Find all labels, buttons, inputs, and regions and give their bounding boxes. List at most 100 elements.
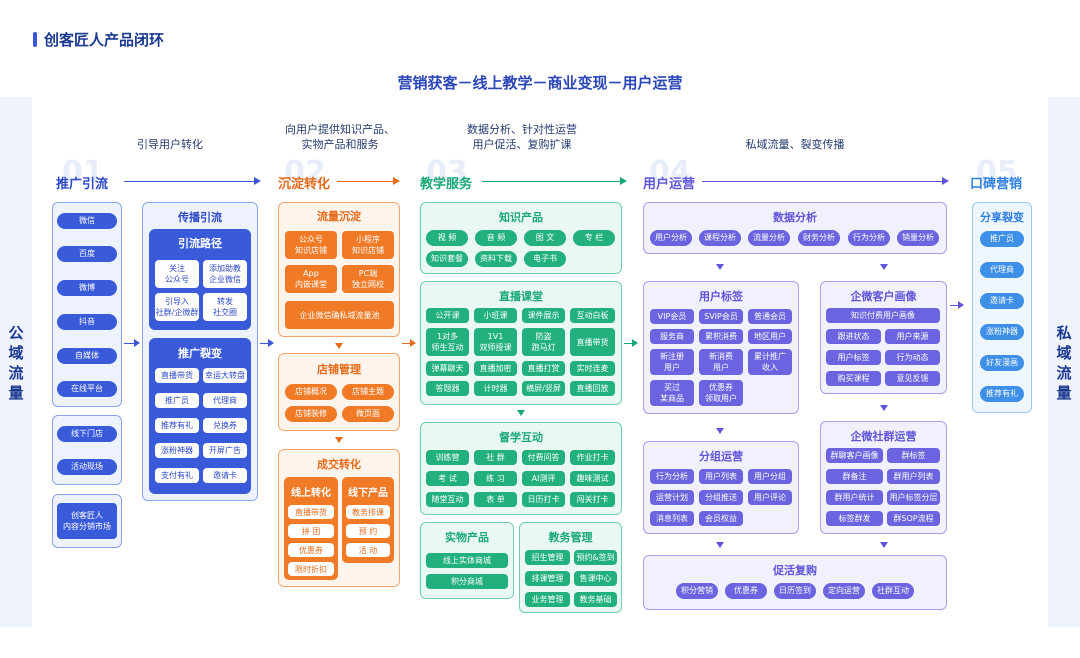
study-form[interactable]: 表 单 <box>474 492 517 507</box>
shop-theme[interactable]: 店铺主题 <box>342 384 394 400</box>
community-user-stats[interactable]: 群用户统计 <box>826 490 883 505</box>
portrait-feedback[interactable]: 意见反馈 <box>885 371 940 386</box>
share-promoter[interactable]: 推广员 <box>980 231 1024 247</box>
edu-sales-center[interactable]: 售课中心 <box>574 571 617 586</box>
live-orientation[interactable]: 横屏/竖屏 <box>522 381 565 396</box>
kp-bundle[interactable]: 知识套餐 <box>426 251 468 267</box>
wecom-traffic-pool[interactable]: 企业微信确私域流量池 <box>285 301 394 329</box>
edu-business[interactable]: 业务管理 <box>525 592 570 607</box>
edu-booking[interactable]: 预约&签到 <box>574 550 617 565</box>
fission-referral-gift[interactable]: 推荐有礼 <box>155 418 199 433</box>
share-friend-comic[interactable]: 好友漫画 <box>980 355 1024 371</box>
path-share-social[interactable]: 转发 社交圈 <box>203 293 247 321</box>
study-practice[interactable]: 练 习 <box>474 471 517 486</box>
offline-scheduling[interactable]: 教务排课 <box>346 505 390 519</box>
fission-promoter[interactable]: 推广员 <box>155 393 199 408</box>
live-danmaku[interactable]: 弹幕聊天 <box>426 361 469 376</box>
repurchase-targeted[interactable]: 定向运营 <box>823 583 865 599</box>
group-user-list[interactable]: 用户列表 <box>699 469 743 484</box>
data-user-analysis[interactable]: 用户分析 <box>650 230 692 246</box>
repurchase-points[interactable]: 积分营销 <box>676 583 718 599</box>
mini-program-shop[interactable]: 小程序 知识店铺 <box>342 231 394 259</box>
live-small-class[interactable]: 小班课 <box>474 308 517 323</box>
live-encryption[interactable]: 直播加密 <box>474 361 517 376</box>
data-behavior-analysis[interactable]: 行为分析 <box>848 230 890 246</box>
official-account-shop[interactable]: 公众号 知识店铺 <box>285 231 337 259</box>
portrait-knowledge-user[interactable]: 知识付费用户画像 <box>826 308 940 323</box>
live-timer[interactable]: 计时器 <box>474 381 517 396</box>
group-message-list[interactable]: 消息列表 <box>650 511 694 526</box>
online-coupon[interactable]: 优惠券 <box>288 543 334 557</box>
path-add-assistant[interactable]: 添加助教 企业微信 <box>203 260 247 288</box>
tag-region-user[interactable]: 地区用户 <box>748 329 792 344</box>
fission-splash-ad[interactable]: 开屏广告 <box>203 443 247 458</box>
data-sales-analysis[interactable]: 销量分析 <box>897 230 939 246</box>
tag-vip[interactable]: VIP会员 <box>650 309 694 324</box>
community-group-note[interactable]: 群备注 <box>826 469 883 484</box>
physical-points-mall[interactable]: 积分商城 <box>426 574 508 589</box>
study-community[interactable]: 社 群 <box>474 450 517 465</box>
path-join-group[interactable]: 引导入 社群/企微群 <box>155 293 199 321</box>
portrait-follow-status[interactable]: 跟进状态 <box>826 329 881 344</box>
tag-service-provider[interactable]: 服务商 <box>650 329 694 344</box>
channel-baidu[interactable]: 百度 <box>57 246 117 262</box>
study-ai-test[interactable]: AI测评 <box>522 471 565 486</box>
kp-audio[interactable]: 音 频 <box>475 230 517 246</box>
repurchase-community[interactable]: 社群互动 <box>872 583 914 599</box>
shop-overview[interactable]: 店铺概况 <box>285 384 337 400</box>
share-invite-card[interactable]: 邀请卡 <box>980 293 1024 309</box>
tag-normal-member[interactable]: 普通会员 <box>748 309 792 324</box>
fission-live-selling[interactable]: 直播带货 <box>155 368 199 383</box>
data-traffic-analysis[interactable]: 流量分析 <box>748 230 790 246</box>
group-member-rights[interactable]: 会员权益 <box>699 511 743 526</box>
study-paid-qa[interactable]: 付费问答 <box>522 450 565 465</box>
pc-school[interactable]: PC端 独立网校 <box>342 265 394 293</box>
live-open-class[interactable]: 公开课 <box>426 308 469 323</box>
study-camp[interactable]: 训练营 <box>426 450 469 465</box>
kp-download[interactable]: 资料下载 <box>475 251 517 267</box>
fission-agent[interactable]: 代理商 <box>203 393 247 408</box>
fission-lucky-wheel[interactable]: 幸运大转盘 <box>203 368 247 383</box>
data-course-analysis[interactable]: 课程分析 <box>699 230 741 246</box>
fission-coupon[interactable]: 兑换券 <box>203 418 247 433</box>
group-behavior-analysis[interactable]: 行为分析 <box>650 469 694 484</box>
study-fun-test[interactable]: 趣味测试 <box>570 471 615 486</box>
kp-video[interactable]: 视 频 <box>426 230 468 246</box>
live-one-to-many[interactable]: 1对多 师生互动 <box>426 328 469 356</box>
community-sop[interactable]: 群SOP流程 <box>887 511 940 526</box>
edu-basics[interactable]: 教务基础 <box>574 592 617 607</box>
community-group-tag[interactable]: 群标签 <box>887 448 940 463</box>
channel-wechat[interactable]: 微信 <box>57 213 117 229</box>
online-flash-discount[interactable]: 限时折扣 <box>288 562 334 576</box>
portrait-user-source[interactable]: 用户来源 <box>885 329 940 344</box>
tag-promotion-income[interactable]: 累计推广 收入 <box>748 349 792 375</box>
group-user-comments[interactable]: 用户评论 <box>748 490 792 505</box>
live-mic-link[interactable]: 实时连麦 <box>570 361 615 376</box>
micro-page[interactable]: 微页面 <box>342 406 394 422</box>
offline-activity[interactable]: 活 动 <box>346 543 390 557</box>
live-1v1[interactable]: 1V1 双师授课 <box>474 328 517 356</box>
app-classroom[interactable]: App 内嵌课堂 <box>285 265 337 293</box>
kp-ebook[interactable]: 电子书 <box>524 251 566 267</box>
portrait-user-tags[interactable]: 用户标签 <box>826 350 881 365</box>
study-challenge[interactable]: 闯关打卡 <box>570 492 615 507</box>
share-fan-tool[interactable]: 涨粉神器 <box>980 324 1024 340</box>
fission-fan-tool[interactable]: 涨粉神器 <box>155 443 199 458</box>
study-in-class[interactable]: 随堂互动 <box>426 492 469 507</box>
online-group-buy[interactable]: 拼 团 <box>288 524 334 538</box>
physical-online-mall[interactable]: 线上实体商城 <box>426 553 508 568</box>
live-quiz[interactable]: 答题器 <box>426 381 469 396</box>
channel-event-site[interactable]: 活动现场 <box>57 459 117 475</box>
portrait-courses[interactable]: 购买课程 <box>826 371 881 386</box>
tag-svip[interactable]: SVIP会员 <box>699 309 743 324</box>
group-push[interactable]: 分组推送 <box>699 490 743 505</box>
path-follow-account[interactable]: 关注 公众号 <box>155 260 199 288</box>
live-courseware[interactable]: 课件展示 <box>522 308 565 323</box>
share-agent[interactable]: 代理商 <box>980 262 1024 278</box>
community-tag-broadcast[interactable]: 标签群发 <box>826 511 883 526</box>
live-tipping[interactable]: 直播打赏 <box>522 361 565 376</box>
offline-booking[interactable]: 预 约 <box>346 524 390 538</box>
portrait-behavior[interactable]: 行为动态 <box>885 350 940 365</box>
repurchase-coupon[interactable]: 优惠券 <box>725 583 767 599</box>
live-anti-piracy[interactable]: 防盗 跑马灯 <box>522 328 565 356</box>
